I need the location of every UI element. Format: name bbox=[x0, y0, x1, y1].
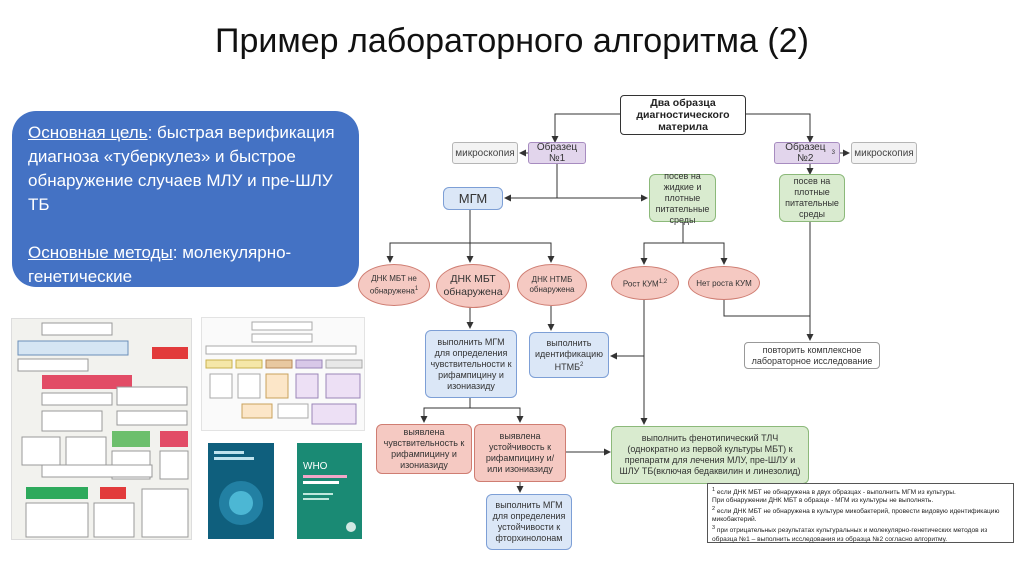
methods-label: Основные методы bbox=[28, 243, 173, 262]
repeat-node: повторить комплексное лабораторное иссле… bbox=[744, 342, 880, 369]
footnotes-box: 1 если ДНК МБТ не обнаружена в двух обра… bbox=[707, 483, 1014, 543]
report-cover-graphic-2 bbox=[303, 475, 356, 532]
who-report-cover-2: WHO bbox=[297, 443, 362, 539]
two-samples-node: Два образца диагностического материла bbox=[620, 95, 746, 135]
mgm-rif-node: выполнить МГМ для определения чувствител… bbox=[425, 330, 517, 398]
note-1b: При обнаружении ДНК МБТ в образце - МГМ … bbox=[712, 497, 934, 505]
note-3-marker: 3 bbox=[712, 525, 716, 532]
dna-found-node: ДНК МБТ обнаружена bbox=[436, 264, 510, 308]
sensitive-node: выявлена чувствительность к рифампицину … bbox=[376, 424, 472, 474]
mgm-node: МГМ bbox=[443, 187, 503, 210]
identify-label: выполнить идентификацию НТМБ bbox=[535, 337, 603, 372]
methods-text: : молекулярно-генетические bbox=[28, 243, 292, 286]
note-2: если ДНК МБТ не обнаружена в культуре ми… bbox=[712, 508, 1000, 524]
thumbnail-1-graphic bbox=[17, 322, 189, 538]
dna-not-found-label: ДНК МБТ не обнаружена bbox=[369, 273, 417, 296]
growth-node: Рост КУМ1,2 bbox=[611, 266, 679, 300]
sample-2-footnote: 3 bbox=[831, 149, 835, 156]
goal-text: : быстрая верификация диагноза «туберкул… bbox=[28, 123, 335, 214]
who-cover-text: WHO bbox=[303, 461, 328, 472]
fq-node: выполнить МГМ для определения устойчивос… bbox=[486, 494, 572, 550]
culture-liquid-node: посев на жидкие и плотные питательные ср… bbox=[649, 171, 716, 225]
dna-ntmb-node: ДНК НТМБ обнаружена bbox=[517, 264, 587, 306]
note-2-marker: 2 bbox=[712, 506, 716, 513]
sample-2-node: Образец №2 3 bbox=[774, 142, 840, 164]
growth-footnote: 1,2 bbox=[658, 278, 668, 285]
note-1-marker: 1 bbox=[712, 487, 716, 493]
resistant-node: выявлена устойчивость к рифампицину и/ил… bbox=[474, 424, 566, 482]
dst-node: выполнить фенотипический ТЛЧ (однократно… bbox=[611, 426, 809, 484]
dna-not-found-footnote: 1 bbox=[414, 285, 419, 292]
culture-solid-node: посев на плотные питательные среды bbox=[779, 174, 845, 222]
identify-ntmb-node: выполнить идентификацию НТМБ2 bbox=[529, 332, 609, 378]
no-growth-node: Нет роста КУМ bbox=[688, 266, 760, 300]
note-1: если ДНК МБТ не обнаружена в двух образц… bbox=[715, 489, 956, 497]
dna-not-found-node: ДНК МБТ не обнаружена1 bbox=[358, 264, 430, 306]
sample-1-node: Образец №1 bbox=[528, 142, 586, 164]
algorithm-thumbnail-2 bbox=[201, 317, 365, 431]
algorithm-thumbnail-1 bbox=[11, 318, 192, 540]
who-report-cover-1 bbox=[208, 443, 274, 539]
goal-label: Основная цель bbox=[28, 123, 148, 142]
slide-title: Пример лабораторного алгоритма (2) bbox=[215, 22, 809, 60]
identify-footnote: 2 bbox=[580, 361, 584, 368]
report-cover-graphic bbox=[214, 451, 263, 525]
note-3: при отрицательных результатах культураль… bbox=[712, 527, 988, 543]
microscopy-node-1: микроскопия bbox=[452, 142, 518, 164]
growth-label: Рост КУМ bbox=[622, 279, 659, 289]
thumbnail-2-graphic bbox=[205, 321, 363, 425]
sample-2-label: Образец №2 bbox=[785, 142, 826, 164]
goal-box: Основная цель: быстрая верификация диагн… bbox=[12, 111, 359, 287]
microscopy-node-2: микроскопия bbox=[851, 142, 917, 164]
